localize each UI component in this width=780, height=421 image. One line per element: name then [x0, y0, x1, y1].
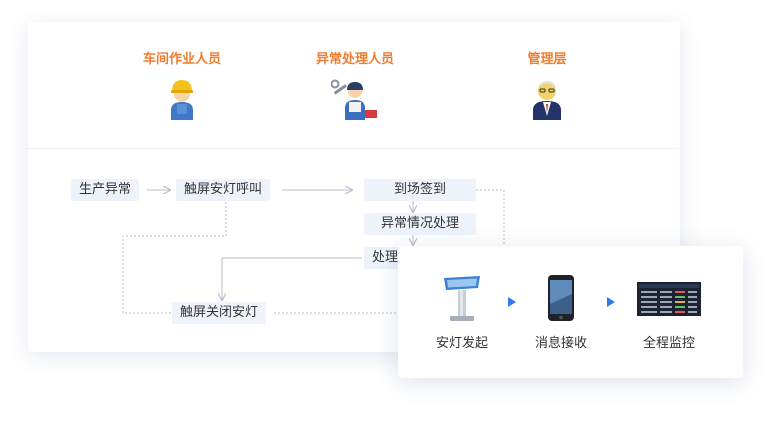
manager-icon [533, 81, 561, 120]
role-title: 车间作业人员 [142, 52, 221, 67]
step-checkin: 到场签到 [364, 179, 476, 201]
kiosk-terminal-icon [444, 276, 480, 321]
step-anomaly-handling: 异常情况处理 [364, 213, 476, 235]
role-title: 异常处理人员 [315, 52, 394, 67]
device-card: 安灯发起 消息接收 [398, 246, 743, 378]
device-label: 安灯发起 [435, 336, 488, 351]
role-repair: 异常处理人员 [285, 52, 425, 120]
worker-icon [171, 80, 193, 120]
step-touch-andon-call: 触屏安灯呼叫 [176, 179, 271, 201]
repair-worker-icon [331, 79, 377, 120]
step-production-anomaly: 生产异常 [71, 179, 140, 201]
device-monitor: 全程监控 [619, 274, 719, 351]
arrow-right-icon [508, 297, 516, 307]
device-label: 消息接收 [534, 336, 587, 351]
role-worker: 车间作业人员 [112, 52, 252, 120]
device-phone: 消息接收 [511, 274, 611, 351]
step-handle: 处理 [364, 247, 407, 269]
arrow-right-icon [607, 297, 615, 307]
step-touch-close-andon: 触屏关闭安灯 [172, 302, 267, 324]
role-manager: 管理层 [477, 52, 617, 120]
device-kiosk: 安灯发起 [412, 274, 512, 351]
monitor-dashboard-icon [637, 282, 701, 316]
divider [28, 148, 680, 149]
device-label: 全程监控 [642, 336, 695, 351]
role-title: 管理层 [527, 52, 567, 67]
smartphone-icon [548, 275, 574, 321]
